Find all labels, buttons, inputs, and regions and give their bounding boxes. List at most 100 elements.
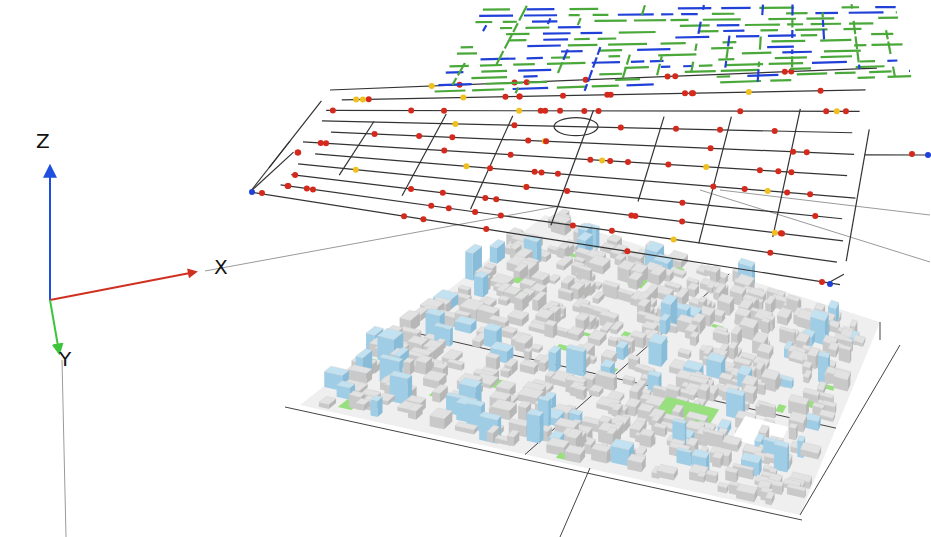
segment [678, 7, 711, 9]
segment [661, 13, 673, 15]
node-dot [401, 213, 407, 219]
segment [858, 65, 861, 69]
node-dot [472, 209, 478, 215]
building [660, 314, 670, 335]
node-dot [446, 205, 452, 211]
segment [592, 84, 619, 87]
segment [791, 18, 793, 28]
segment [598, 37, 617, 40]
segment [698, 22, 700, 34]
road-line [330, 68, 877, 90]
road-line [773, 109, 801, 237]
node-dot [765, 188, 771, 194]
road-line [281, 185, 837, 262]
segment [523, 75, 537, 78]
building [593, 291, 605, 304]
axis-label: Z [36, 131, 50, 151]
segment [908, 70, 911, 72]
building [591, 443, 611, 463]
segment [585, 84, 587, 91]
node-dot [420, 216, 426, 222]
segment [720, 81, 761, 82]
building [416, 355, 432, 375]
segment [787, 23, 803, 25]
node-dot [599, 157, 605, 163]
node-dot [408, 186, 414, 192]
road-line [250, 152, 294, 192]
segment-layer [435, 4, 912, 93]
building [819, 409, 835, 422]
segment [594, 19, 626, 22]
node-dot [560, 93, 566, 99]
building [657, 464, 678, 480]
segment [797, 72, 827, 75]
node-dot [618, 125, 624, 131]
building [833, 369, 850, 391]
building [565, 445, 586, 463]
node-dot [508, 152, 514, 158]
node-dot [532, 169, 538, 175]
segment [524, 14, 557, 16]
road-line [291, 175, 843, 241]
node-dot [775, 168, 781, 174]
road-line [551, 110, 594, 225]
node-dot [441, 108, 447, 114]
segment [578, 18, 581, 25]
segment [543, 38, 568, 41]
node-dot [827, 281, 833, 287]
node-dot [790, 149, 796, 155]
building [759, 401, 776, 418]
node-dot [804, 149, 810, 155]
segment [661, 65, 670, 67]
segment [887, 59, 897, 61]
building [789, 423, 798, 440]
segment [888, 75, 912, 78]
segment [675, 36, 709, 39]
building [610, 321, 623, 334]
node-dot [690, 90, 696, 96]
building [548, 274, 560, 284]
segment [568, 44, 598, 47]
node-dot [703, 164, 709, 170]
segment [791, 50, 793, 54]
node-dot [487, 165, 493, 171]
building [540, 251, 551, 262]
segment [627, 55, 630, 65]
guide-lines [62, 190, 930, 537]
node-dot [449, 134, 455, 140]
road-line [315, 154, 855, 198]
building [697, 472, 706, 482]
segment [519, 6, 527, 21]
segment [681, 13, 698, 15]
segment [699, 64, 713, 67]
segment [893, 67, 895, 77]
building [490, 240, 505, 264]
segment [791, 30, 793, 38]
node-dot [609, 228, 615, 234]
node-dot [517, 93, 523, 99]
building [556, 256, 573, 271]
building [775, 404, 786, 413]
segment [661, 56, 662, 61]
segment [599, 73, 622, 76]
node-dot [493, 196, 499, 202]
segment [869, 70, 891, 73]
building [703, 428, 724, 448]
segment [561, 50, 583, 53]
node-dot [772, 128, 778, 134]
node-dot [570, 222, 576, 228]
node-dot [259, 190, 265, 196]
road-line [250, 141, 290, 192]
node-dot [737, 108, 743, 114]
segment [857, 52, 858, 63]
building [566, 344, 586, 376]
node-dot [909, 151, 915, 157]
building [677, 447, 692, 466]
node-dot [440, 190, 446, 196]
segment [711, 47, 733, 50]
building [648, 333, 667, 367]
building [501, 367, 511, 378]
segment [745, 23, 780, 26]
segment [527, 44, 560, 47]
